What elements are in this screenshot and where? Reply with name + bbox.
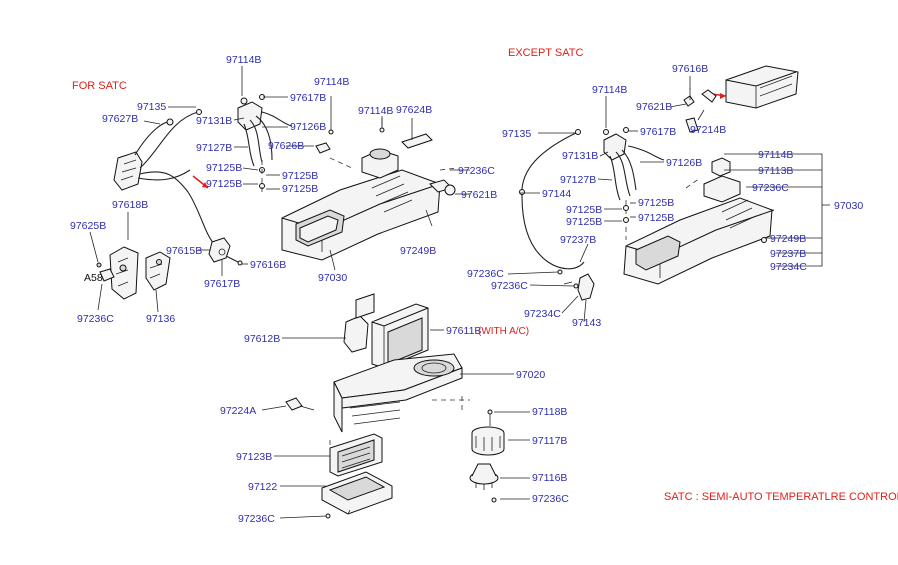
label-97030: 97030 bbox=[318, 272, 347, 284]
label-97116B: 97116B bbox=[532, 472, 567, 484]
label-97020: 97020 bbox=[516, 369, 545, 381]
label-97122: 97122 bbox=[248, 481, 277, 493]
label-97224A: 97224A bbox=[220, 405, 256, 417]
label-97144: 97144 bbox=[542, 188, 571, 200]
label-97136: 97136 bbox=[146, 313, 175, 325]
label-97236C: 97236C bbox=[238, 513, 275, 525]
note-satc-definition: SATC : SEMI-AUTO TEMPERATLRE CONTROL bbox=[664, 491, 898, 503]
label-97135: 97135 bbox=[137, 101, 166, 113]
satc-actuator-assembly bbox=[237, 94, 385, 195]
label-97113B: 97113B bbox=[758, 165, 793, 177]
label-97626B: 97626B bbox=[268, 140, 304, 152]
label-97237B: 97237B bbox=[560, 234, 596, 246]
label-A58: A58 bbox=[84, 272, 103, 284]
label-97114B: 97114B bbox=[758, 149, 793, 161]
label-97118B: 97118B bbox=[532, 406, 567, 418]
label-97625B: 97625B bbox=[70, 220, 106, 232]
blower-motor-group bbox=[469, 409, 505, 503]
label-97126B: 97126B bbox=[666, 157, 702, 169]
evaporator-case-97020 bbox=[329, 353, 470, 470]
label-97236C: 97236C bbox=[752, 182, 789, 194]
label-97616B: 97616B bbox=[672, 63, 708, 75]
label-97618B: 97618B bbox=[112, 199, 148, 211]
label-97236C: 97236C bbox=[77, 313, 114, 325]
label-97214B: 97214B bbox=[690, 124, 726, 136]
except-satc-heater-housing bbox=[623, 157, 775, 285]
label-97114B: 97114B bbox=[314, 76, 349, 88]
label-97249B: 97249B bbox=[400, 245, 436, 257]
label-97621B: 97621B bbox=[461, 189, 497, 201]
label-97234C: 97234C bbox=[524, 308, 561, 320]
except-satc-actuators bbox=[519, 88, 699, 301]
drain-pan-97122 bbox=[321, 471, 393, 519]
label-97617B: 97617B bbox=[204, 278, 240, 290]
label-97127B: 97127B bbox=[560, 174, 596, 186]
label-97234C: 97234C bbox=[770, 261, 807, 273]
heading-for-satc: FOR SATC bbox=[72, 80, 127, 92]
label-97624B: 97624B bbox=[396, 104, 432, 116]
resistor-97224A bbox=[285, 397, 315, 411]
label-97143: 97143 bbox=[572, 317, 601, 329]
label-97114B: 97114B bbox=[226, 54, 261, 66]
label-97249B: 97249B bbox=[770, 233, 806, 245]
label-97127B: 97127B bbox=[196, 142, 232, 154]
label-97125B: 97125B bbox=[206, 178, 242, 190]
label-97125B: 97125B bbox=[566, 204, 602, 216]
label-97114B: 97114B bbox=[358, 105, 393, 117]
label-97123B: 97123B bbox=[236, 451, 272, 463]
label-97621B: 97621B bbox=[636, 101, 672, 113]
label-97236C: 97236C bbox=[458, 165, 495, 177]
label-97616B: 97616B bbox=[250, 259, 286, 271]
label-97615B: 97615B bbox=[166, 245, 202, 257]
label-97126B: 97126B bbox=[290, 121, 326, 133]
label-97125B: 97125B bbox=[206, 162, 242, 174]
evaporator-core-97123B bbox=[329, 433, 383, 477]
label-97125B: 97125B bbox=[566, 216, 602, 228]
label-97131B: 97131B bbox=[562, 150, 598, 162]
satc-brackets bbox=[96, 246, 171, 300]
satc-control-cables bbox=[113, 109, 243, 266]
label-97611B: 97611B bbox=[446, 325, 481, 337]
label-97125B: 97125B bbox=[638, 212, 674, 224]
label-97627B: 97627B bbox=[102, 113, 138, 125]
label-97125B: 97125B bbox=[282, 170, 318, 182]
label-97125B: 97125B bbox=[282, 183, 318, 195]
label-97117B: 97117B bbox=[532, 435, 567, 447]
label-97125B: 97125B bbox=[638, 197, 674, 209]
label-97131B: 97131B bbox=[196, 115, 232, 127]
label-97135: 97135 bbox=[502, 128, 531, 140]
label-97030: 97030 bbox=[834, 200, 863, 212]
satc-heater-housing bbox=[281, 133, 459, 261]
label-97236C: 97236C bbox=[491, 280, 528, 292]
label-97237B: 97237B bbox=[770, 248, 806, 260]
heading-except-satc: EXCEPT SATC bbox=[508, 47, 583, 59]
label-97612B: 97612B bbox=[244, 333, 280, 345]
label-97114B: 97114B bbox=[592, 84, 627, 96]
label-97236C: 97236C bbox=[532, 493, 569, 505]
label-with-ac: (WITH A/C) bbox=[478, 326, 529, 337]
part-number-labels: 97114B 97135 97617B 97627B 97131B 97126B… bbox=[70, 54, 863, 525]
label-97617B: 97617B bbox=[290, 92, 326, 104]
ac-core-97611B bbox=[343, 293, 429, 369]
label-97617B: 97617B bbox=[640, 126, 676, 138]
group-bracket-97030 bbox=[806, 153, 830, 267]
label-97236C: 97236C bbox=[467, 268, 504, 280]
leader-lines bbox=[89, 66, 806, 519]
except-satc-blower-inset bbox=[701, 65, 799, 109]
